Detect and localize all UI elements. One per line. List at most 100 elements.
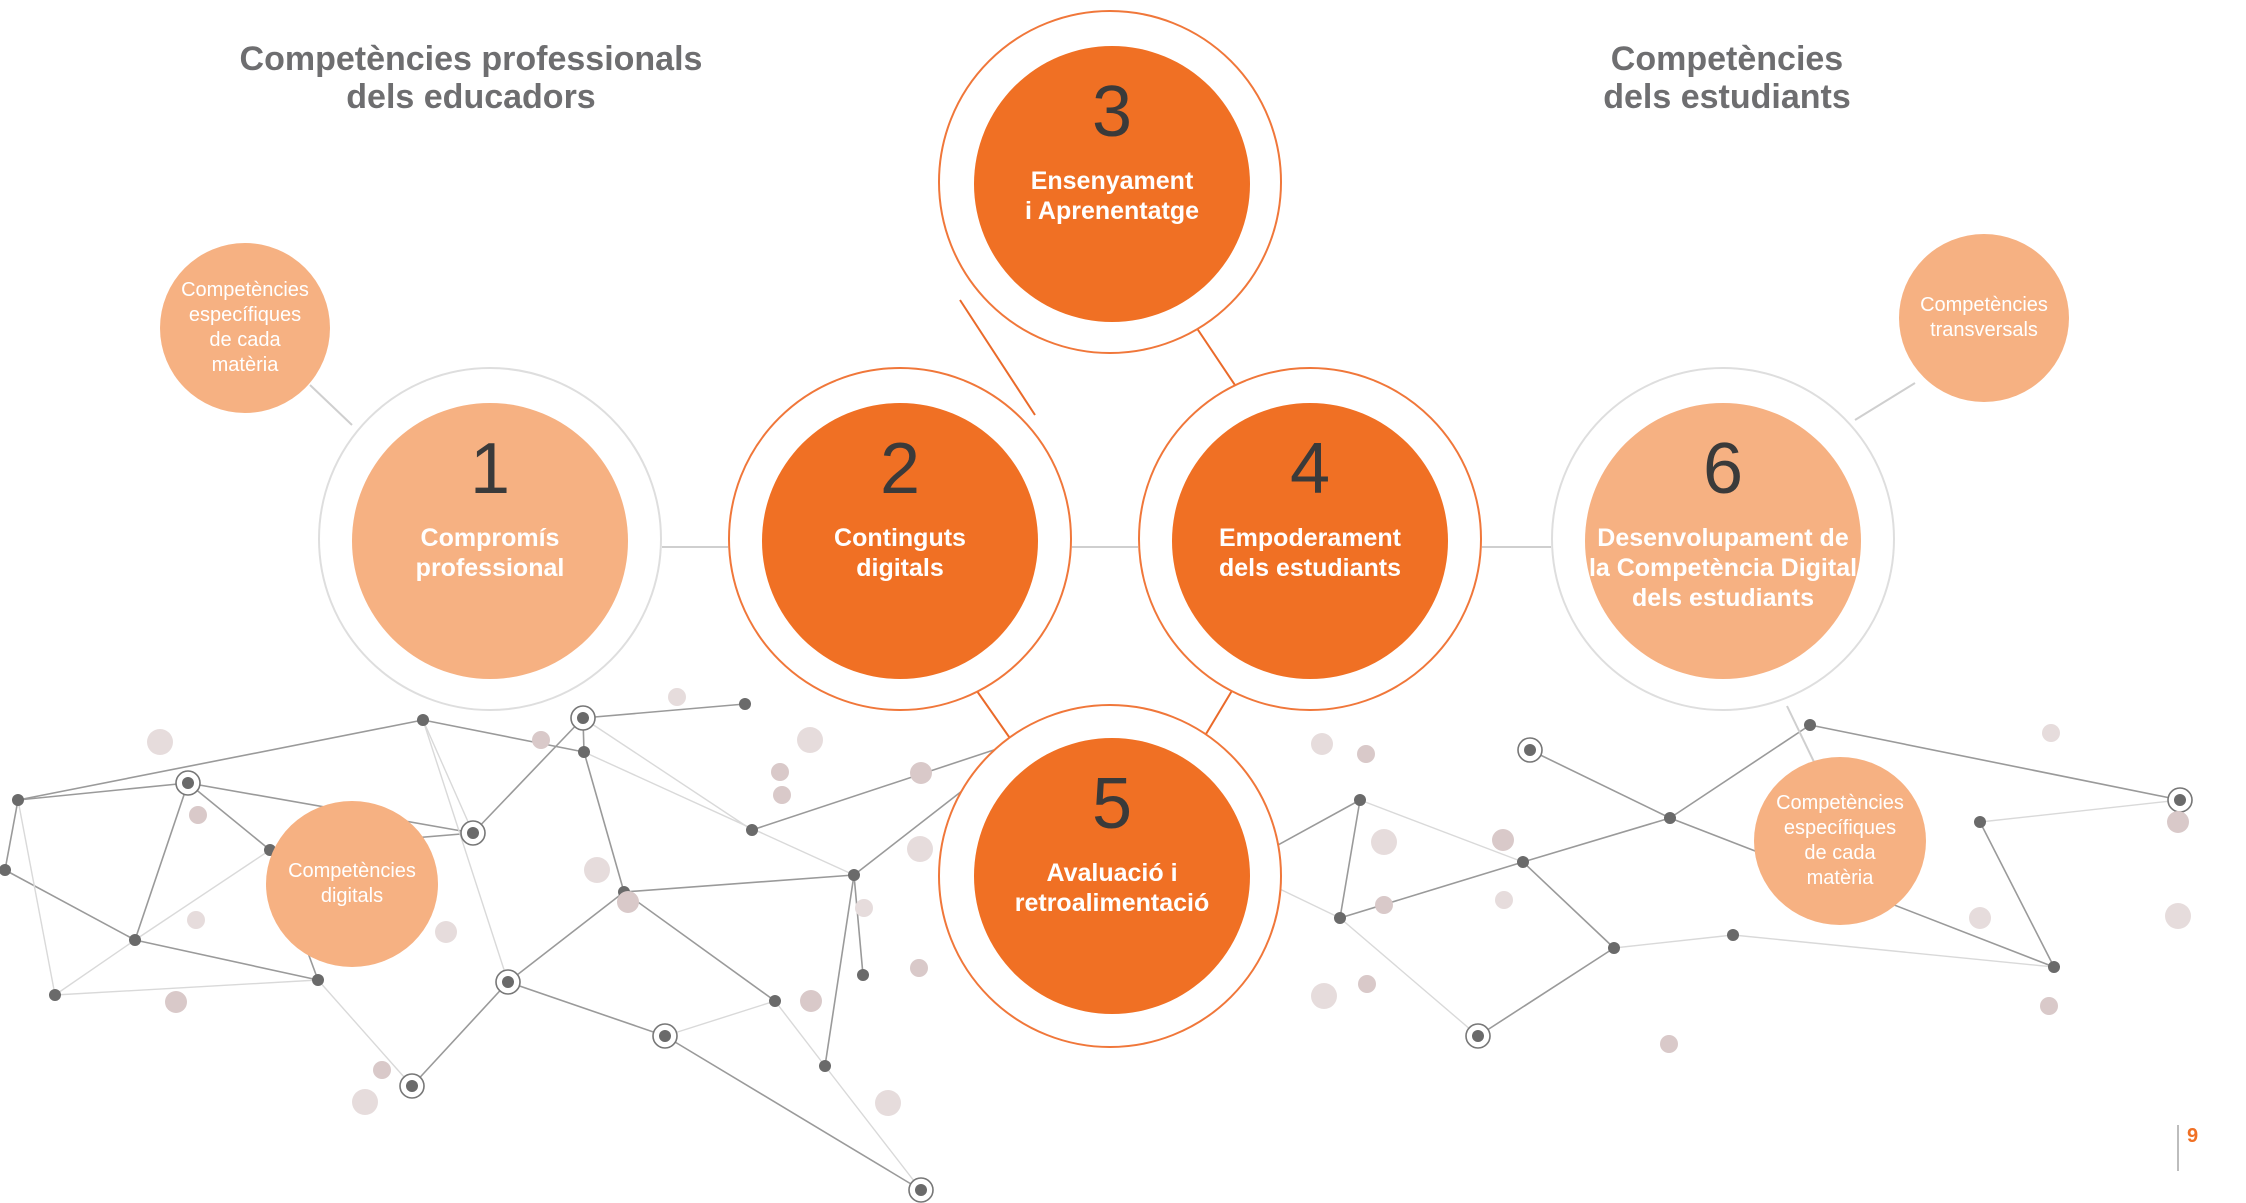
network-soft-dot — [1495, 891, 1513, 909]
network-soft-dot — [910, 762, 932, 784]
network-soft-dot — [435, 921, 457, 943]
network-node — [417, 714, 429, 726]
network-node — [1334, 912, 1346, 924]
network-soft-dot — [1969, 907, 1991, 929]
network-link — [1339, 799, 1361, 919]
network-link — [422, 719, 585, 753]
bubble-specific-educators[interactable]: Competències específiques de cada matèri… — [160, 243, 330, 413]
network-soft-dot — [373, 1061, 391, 1079]
area-5-circle[interactable]: 5 Avaluació i retroalimentació — [974, 738, 1250, 1014]
network-link — [1339, 917, 1479, 1037]
area-6-circle[interactable]: 6 Desenvolupament de la Competència Digi… — [1585, 403, 1861, 679]
bubble-transversal[interactable]: Competències transversals — [1899, 234, 2069, 402]
area-2-circle[interactable]: 2 Continguts digitals — [762, 403, 1038, 679]
network-link — [623, 874, 855, 893]
network-node — [1664, 812, 1676, 824]
area-4-number: 4 — [1289, 429, 1331, 509]
network-soft-dot — [910, 959, 928, 977]
bubble-specific-students[interactable]: Competències específiques de cada matèri… — [1754, 757, 1926, 925]
network-soft-dot — [1358, 975, 1376, 993]
network-soft-dot — [855, 899, 873, 917]
network-soft-dot — [2042, 724, 2060, 742]
network-soft-dot — [2040, 997, 2058, 1015]
network-node — [819, 1060, 831, 1072]
connector-1-bubble — [309, 384, 353, 426]
heading-educators-line-1: Competències professionals — [239, 40, 703, 78]
network-soft-dot — [165, 991, 187, 1013]
network-soft-dot — [800, 990, 822, 1012]
area-5-title: Avaluació i retroalimentació — [1015, 858, 1210, 918]
network-link — [623, 891, 776, 1002]
area-3-title: Ensenyament i Aprenentatge — [1025, 166, 1199, 226]
network-link — [472, 717, 584, 834]
heading-educators: Competències professionals dels educador… — [171, 40, 771, 116]
network-link — [1979, 821, 2055, 968]
network-link — [774, 1000, 826, 1067]
network-link — [1979, 799, 2181, 823]
network-node — [746, 824, 758, 836]
network-node — [502, 976, 514, 988]
network-node — [0, 864, 11, 876]
network-link — [187, 782, 271, 851]
heading-students-line-1: Competències — [1610, 40, 1844, 78]
area-1-title-line-1: Compromís — [420, 524, 560, 552]
network-soft-dot — [532, 731, 550, 749]
network-node — [1472, 1030, 1484, 1042]
heading-educators-line-2: dels educadors — [346, 78, 596, 116]
network-link — [1613, 934, 1734, 949]
network-link — [1809, 724, 2181, 801]
area-1-title: Compromís professional — [416, 523, 565, 583]
bubble-specific-students-line-1: Competències — [1776, 792, 1904, 814]
area-2-title-line-2: digitals — [856, 554, 944, 582]
network-link — [853, 874, 864, 976]
network-link — [1477, 947, 1615, 1037]
network-link — [664, 1000, 776, 1037]
area-6-number: 6 — [1702, 429, 1744, 509]
network-soft-dot — [1357, 745, 1375, 763]
network-link — [1359, 799, 1524, 863]
area-3-circle[interactable]: 3 Ensenyament i Aprenentatge — [974, 46, 1250, 322]
network-link — [507, 891, 625, 983]
bubble-digital[interactable]: Competències digitals — [266, 801, 438, 967]
network-link — [54, 979, 319, 996]
area-2-number: 2 — [879, 429, 921, 509]
area-6-title-line-1: Desenvolupament de — [1597, 524, 1849, 552]
network-link — [582, 717, 753, 831]
network-link — [17, 799, 56, 996]
network-soft-dot — [617, 891, 639, 913]
network-link — [411, 981, 509, 1087]
area-1-title-line-2: professional — [415, 554, 565, 582]
network-soft-dot — [1371, 829, 1397, 855]
area-5-title-line-1: Avaluació i — [1046, 859, 1178, 887]
network-soft-dot — [797, 727, 823, 753]
network-node — [1354, 794, 1366, 806]
network-node — [406, 1080, 418, 1092]
bubble-specific-students-line-2: específiques — [1783, 817, 1897, 839]
area-4-circle[interactable]: 4 Empoderament dels estudiants — [1172, 403, 1448, 679]
network-soft-dot — [1660, 1035, 1678, 1053]
network-link — [17, 782, 189, 801]
area-3-number: 3 — [1091, 72, 1133, 152]
bubble-transversal-line-1: Competències — [1920, 294, 2048, 316]
area-1-circle[interactable]: 1 Compromís professional — [352, 403, 628, 679]
network-soft-dot — [584, 857, 610, 883]
network-link — [824, 874, 855, 1067]
area-4-title-line-1: Empoderament — [1219, 524, 1401, 552]
area-4-title: Empoderament dels estudiants — [1219, 523, 1401, 583]
area-3-title-line-1: Ensenyament — [1030, 167, 1194, 195]
network-link — [583, 751, 625, 893]
network-node — [129, 934, 141, 946]
network-node — [578, 746, 590, 758]
network-link — [824, 1065, 922, 1191]
network-link — [134, 849, 271, 941]
network-node — [1727, 929, 1739, 941]
network-link — [583, 751, 855, 876]
network-link — [664, 1035, 922, 1191]
network-node — [1804, 719, 1816, 731]
network-node — [312, 974, 324, 986]
area-6-title-line-2: la Competència Digital — [1588, 554, 1858, 582]
area-2-title: Continguts digitals — [834, 523, 966, 583]
network-link — [17, 719, 424, 801]
heading-students: Competències dels estudiants — [1427, 40, 2027, 116]
area-5-title-line-2: retroalimentació — [1014, 889, 1210, 917]
